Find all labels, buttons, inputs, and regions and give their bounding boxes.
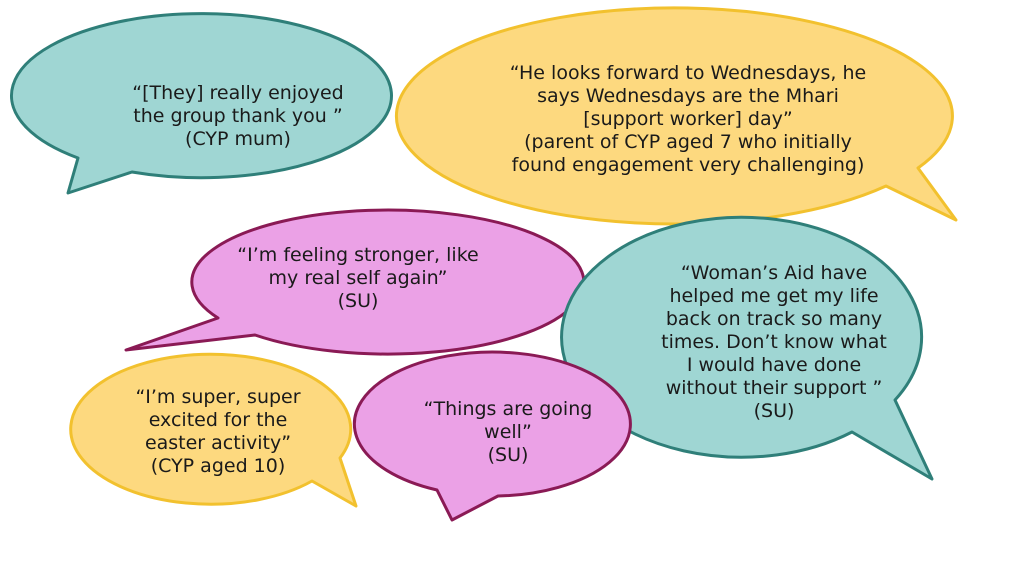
quote-wednesdays: “He looks forward to Wednesdays, he says… (488, 62, 888, 177)
bubble-shape (124, 208, 586, 356)
quote-attribution: found engagement very challenging) (511, 154, 865, 176)
quote-attribution: (parent of CYP aged 7 who initially (524, 131, 852, 153)
quote-attribution: (SU) (487, 444, 529, 466)
quote-feeling-stronger: “I’m feeling stronger, like my real self… (208, 244, 508, 313)
quote-line: “I’m feeling stronger, like (237, 244, 479, 266)
quote-womans-aid: “Woman’s Aid have helped me get my life … (634, 262, 914, 423)
quote-line: the group thank you ” (133, 105, 343, 127)
quote-attribution: (CYP mum) (185, 128, 291, 150)
quote-line: “Woman’s Aid have (680, 262, 868, 284)
quote-line: well” (484, 421, 532, 443)
quote-line: without their support ” (665, 377, 883, 399)
quote-line: [support worker] day” (583, 108, 793, 130)
quote-line: times. Don’t know what (661, 331, 887, 353)
bubble-shape (352, 350, 632, 522)
speech-bubble-easter-activity (69, 352, 358, 508)
quote-line: I would have done (686, 354, 862, 376)
quote-line: excited for the (148, 409, 288, 431)
quote-easter-activity: “I’m super, super excited for the easter… (118, 386, 318, 478)
bubble-shape (560, 215, 934, 481)
speech-bubble-feeling-stronger (124, 208, 586, 356)
speech-bubble-going-well (352, 350, 632, 522)
quote-line: “I’m super, super (135, 386, 301, 408)
quote-attribution: (CYP aged 10) (150, 455, 286, 477)
quote-line: easter activity” (144, 432, 292, 454)
quote-line: “He looks forward to Wednesdays, he (509, 62, 867, 84)
speech-bubble-womans-aid (560, 215, 934, 481)
quote-going-well: “Things are going well” (SU) (398, 398, 618, 467)
quote-line: “Things are going (423, 398, 593, 420)
speech-bubble-cyp-mum (10, 12, 393, 195)
quote-line: back on track so many (665, 308, 883, 330)
quote-line: says Wednesdays are the Mhari (537, 85, 839, 107)
bubble-shape (10, 12, 393, 195)
quote-cyp-mum: “[They] really enjoyed the group thank y… (98, 82, 378, 151)
bubble-shape (394, 6, 958, 226)
bubble-shape (69, 352, 358, 508)
quote-line: “[They] really enjoyed (132, 82, 344, 104)
quote-attribution: (SU) (337, 290, 379, 312)
quote-attribution: (SU) (753, 400, 795, 422)
speech-bubble-wednesdays (394, 6, 958, 226)
quote-line: helped me get my life (669, 285, 879, 307)
quote-line: my real self again” (268, 267, 448, 289)
